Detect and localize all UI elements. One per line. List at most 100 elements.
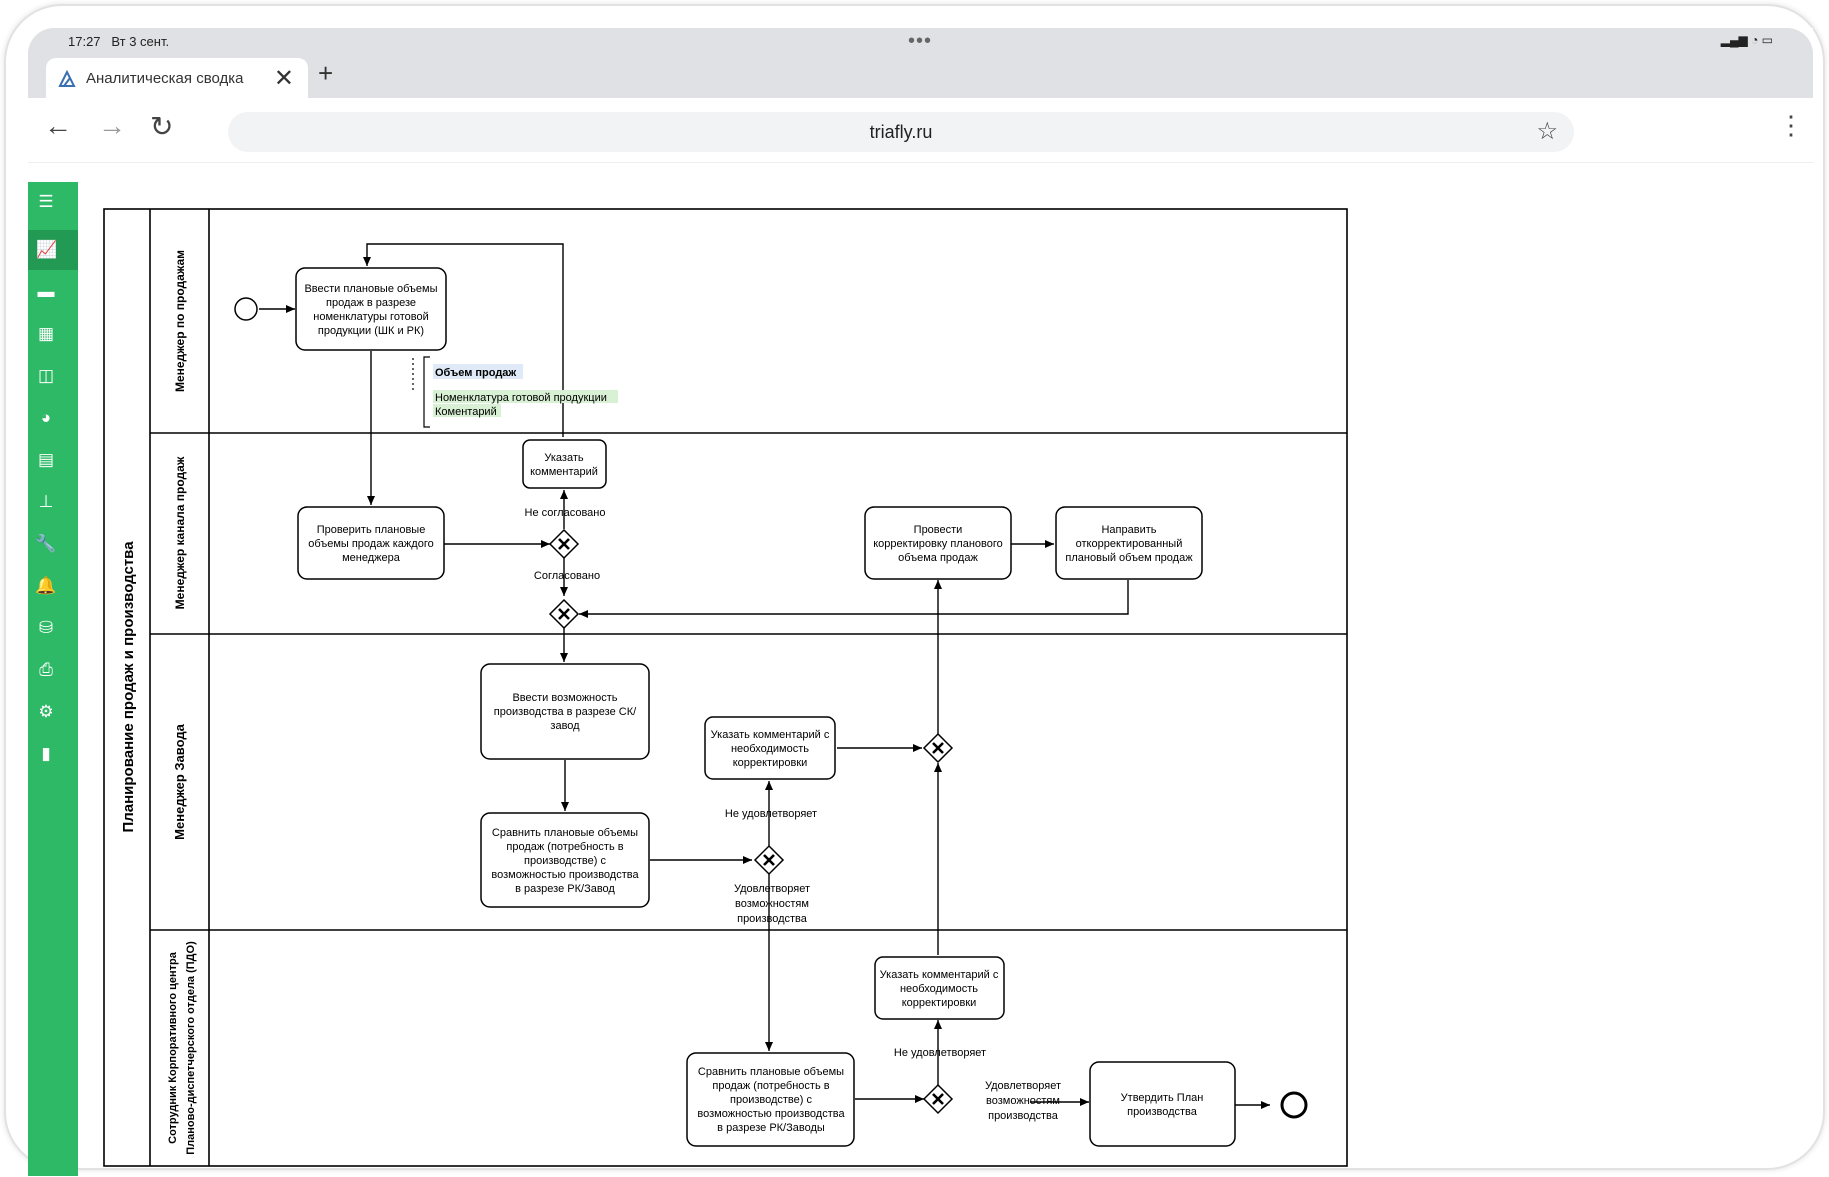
task-label: Утвердить План bbox=[1121, 1092, 1204, 1104]
list-icon[interactable]: ☰ bbox=[38, 192, 54, 211]
task-label: в разрезе РК/Завод bbox=[515, 883, 615, 895]
task-label: продаж (потребность в bbox=[712, 1080, 829, 1092]
task-label: производства в разрезе СК/ bbox=[494, 706, 637, 718]
tab-bar: 17:27 Вт 3 сент. ••• ▂▄▆ ◔ ▭ Аналитическ… bbox=[28, 28, 1813, 100]
start-event bbox=[234, 297, 258, 321]
task-approve-plan bbox=[1089, 1061, 1236, 1147]
triafly-logo-icon bbox=[58, 70, 76, 87]
table-icon[interactable]: ▦ bbox=[37, 324, 55, 343]
task-label: необходимость bbox=[900, 983, 978, 995]
task-label: номенклатуры готовой bbox=[313, 311, 428, 323]
task-label: откорректированный bbox=[1076, 538, 1183, 550]
close-icon[interactable]: ✕ bbox=[273, 65, 294, 92]
task-label: объемы продаж каждого bbox=[308, 538, 433, 550]
more-dots-icon[interactable]: ••• bbox=[908, 30, 933, 52]
task-send-corrected bbox=[1055, 506, 1203, 580]
hierarchy-icon[interactable]: ⊥ bbox=[38, 492, 54, 511]
annotation-line: Коментарий bbox=[435, 406, 497, 418]
pool bbox=[103, 208, 1348, 1167]
lane-title-channel-manager: Менеджер канала продаж bbox=[173, 456, 187, 609]
task-enter-sales-plan bbox=[295, 267, 447, 351]
book-icon[interactable]: ▮ bbox=[41, 744, 51, 763]
flow-label: Не удовлетворяет bbox=[725, 808, 817, 820]
flow-label: Удовлетворяет bbox=[734, 883, 810, 895]
task-comment-1 bbox=[522, 439, 607, 489]
task-label: возможностью производства bbox=[697, 1108, 845, 1120]
flow-label: Согласовано bbox=[534, 570, 600, 582]
gear-icon[interactable]: ⚙ bbox=[38, 702, 54, 721]
task-label: Ввести возможность bbox=[512, 692, 617, 704]
end-event bbox=[1280, 1091, 1308, 1119]
print-icon[interactable]: ⎙ bbox=[39, 660, 53, 679]
address-bar[interactable]: triafly.ru ☆ bbox=[228, 112, 1574, 152]
flow-label: Не согласовано bbox=[525, 507, 606, 519]
task-label: продаж в разрезе bbox=[326, 297, 416, 309]
status-time: 17:27 Вт 3 сент. bbox=[68, 34, 170, 49]
task-label: Ввести плановые объемы bbox=[304, 283, 437, 295]
menu-icon[interactable]: ⋮ bbox=[1778, 110, 1804, 140]
task-label: Указать комментарий с bbox=[711, 729, 830, 741]
task-label: комментарий bbox=[530, 466, 598, 478]
lane-title-pdo-line2: Планово-диспетчерского отдела (ПДО) bbox=[185, 941, 197, 1155]
gauge-icon[interactable]: ◕ bbox=[40, 408, 52, 427]
report-icon[interactable]: ▤ bbox=[37, 450, 55, 469]
annotation-line2-bg bbox=[433, 404, 501, 417]
task-label: объема продаж bbox=[898, 552, 978, 564]
task-label: в разрезе РК/Заводы bbox=[717, 1122, 825, 1134]
task-correct-plan bbox=[864, 506, 1012, 580]
bell-icon[interactable]: 🔔 bbox=[35, 576, 57, 595]
task-compare-pdo bbox=[686, 1052, 855, 1147]
reload-icon[interactable]: ↻ bbox=[150, 111, 174, 142]
columns-icon[interactable]: ◫ bbox=[37, 366, 55, 385]
task-label: производства bbox=[1127, 1106, 1198, 1118]
flow-label: возможностям bbox=[986, 1095, 1060, 1107]
forward-icon[interactable]: → bbox=[98, 110, 126, 141]
annotation-title: Объем продаж bbox=[435, 367, 516, 379]
lane-title-sales-manager: Менеджер по продажам bbox=[173, 250, 187, 392]
new-tab-button[interactable]: + bbox=[318, 58, 334, 88]
task-label: Указать комментарий с bbox=[880, 969, 999, 981]
task-label: корректировку планового bbox=[873, 538, 1003, 550]
annotation-line: Номенклатура готовой продукции bbox=[435, 392, 607, 404]
sidebar: ☰ 📈 ▬ ▦ ◫ ◕ ▤ ⊥ 🔧 🔔 ⛁ ⎙ ⚙ ▮ bbox=[28, 182, 78, 1176]
task-enter-capacity bbox=[480, 663, 650, 760]
task-label: завод bbox=[550, 720, 580, 732]
database-icon[interactable]: ⛁ bbox=[38, 618, 54, 637]
back-icon[interactable]: ← bbox=[44, 110, 72, 141]
navigation-bar: ← → ↻ triafly.ru ☆ ⋮ bbox=[28, 100, 1813, 163]
task-label: Сравнить плановые объемы bbox=[698, 1066, 844, 1078]
url-text: triafly.ru bbox=[869, 122, 933, 142]
annotation-title-bg bbox=[433, 364, 523, 379]
task-label: производстве) с bbox=[524, 855, 606, 867]
star-icon[interactable]: ☆ bbox=[1536, 118, 1558, 145]
task-label: корректировки bbox=[733, 757, 808, 769]
task-label: производстве) с bbox=[730, 1094, 812, 1106]
flow-label: производства bbox=[737, 913, 808, 925]
task-label: необходимость bbox=[731, 743, 809, 755]
task-label: возможностью производства bbox=[491, 869, 639, 881]
annotation-line1-bg bbox=[433, 390, 618, 403]
browser-chrome: 17:27 Вт 3 сент. ••• ▂▄▆ ◔ ▭ Аналитическ… bbox=[28, 28, 1813, 166]
chart-icon[interactable]: 📈 bbox=[28, 230, 78, 270]
wrench-icon[interactable]: 🔧 bbox=[35, 534, 57, 553]
task-compare-plant bbox=[480, 812, 650, 908]
screen: 17:27 Вт 3 сент. ••• ▂▄▆ ◔ ▭ Аналитическ… bbox=[28, 28, 1813, 1176]
flow-label: Не удовлетворяет bbox=[894, 1047, 986, 1059]
flow-label: возможностям bbox=[735, 898, 809, 910]
card-icon[interactable]: ▬ bbox=[37, 282, 55, 301]
task-label: Провести bbox=[914, 524, 963, 536]
task-check-plans bbox=[297, 506, 445, 580]
task-comment-3 bbox=[874, 956, 1005, 1020]
task-label: Указать bbox=[544, 452, 583, 464]
task-label: плановый объем продаж bbox=[1065, 552, 1193, 564]
task-label: продукции (ШК и РК) bbox=[318, 325, 424, 337]
task-label: Сравнить плановые объемы bbox=[492, 827, 638, 839]
lane-title-pdo-line1: Сотрудник Корпоративного центра bbox=[167, 951, 179, 1144]
task-label: Проверить плановые bbox=[317, 524, 426, 536]
battery-icon: ▂▄▆ ◔ ▭ bbox=[1720, 33, 1773, 47]
task-label: менеджера bbox=[342, 552, 401, 564]
browser-tab[interactable]: Аналитическая сводка ✕ bbox=[46, 58, 308, 100]
task-label: Направить bbox=[1101, 524, 1156, 536]
task-label: продаж (потребность в bbox=[506, 841, 623, 853]
